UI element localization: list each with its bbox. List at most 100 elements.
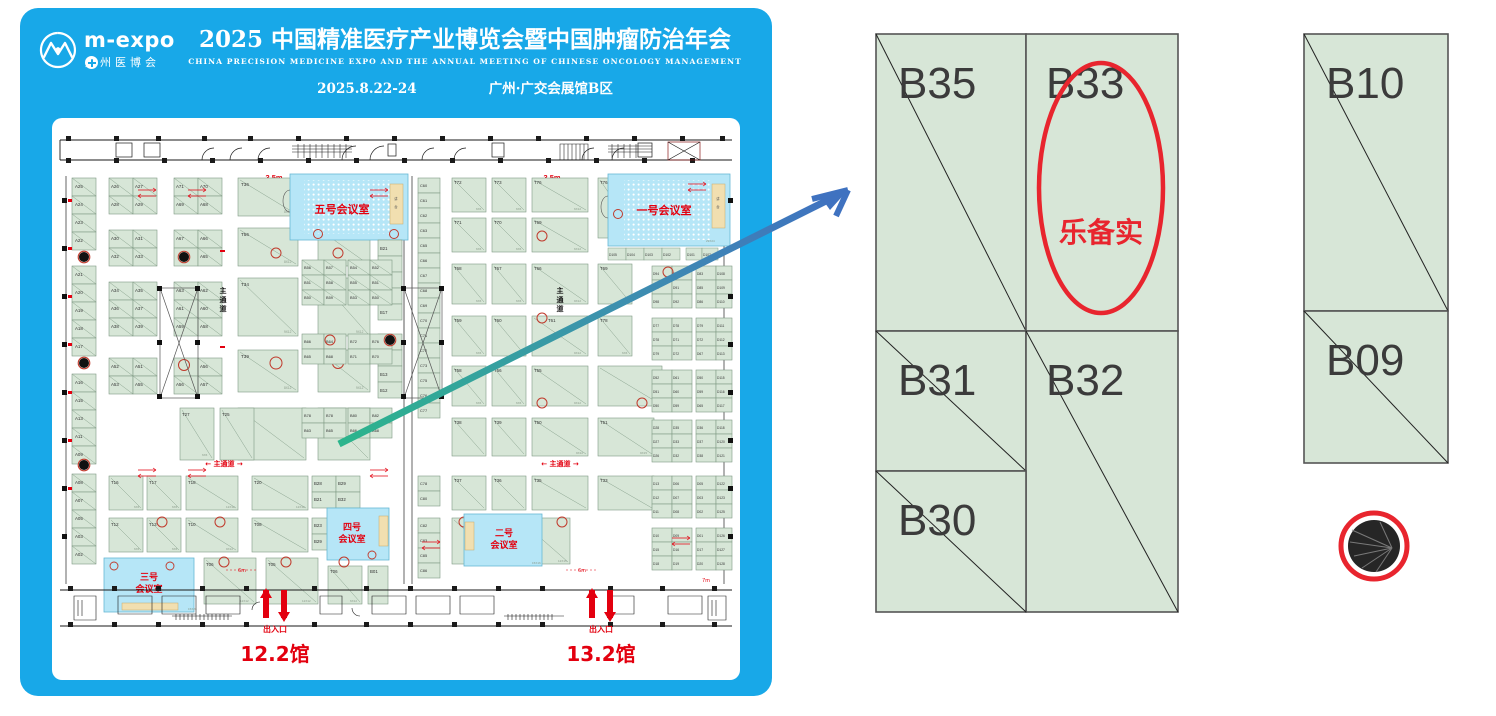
svg-text:A36: A36	[111, 306, 119, 311]
svg-text:9X12: 9X12	[226, 547, 233, 551]
svg-text:D37: D37	[697, 440, 703, 444]
svg-text:A56: A56	[176, 382, 184, 387]
svg-text:D38: D38	[697, 454, 703, 458]
svg-text:D52: D52	[653, 376, 659, 380]
svg-text:6X12: 6X12	[350, 599, 357, 603]
meeting-room-3[interactable]: 三号 会议室 15X21	[103, 557, 197, 613]
svg-text:A03: A03	[75, 534, 83, 539]
svg-text:T35: T35	[534, 478, 542, 483]
pillar-marker	[270, 247, 282, 259]
svg-text:C60: C60	[420, 183, 428, 188]
svg-text:B64: B64	[326, 339, 334, 344]
svg-text:B53: B53	[350, 295, 357, 300]
svg-text:出入口: 出入口	[263, 624, 287, 634]
booth-cell-b31[interactable]: B31	[875, 330, 1027, 472]
booth-cell-b10[interactable]: B10	[1303, 33, 1449, 312]
exhibitor-name: 乐备实	[1059, 216, 1143, 249]
svg-text:A27: A27	[135, 184, 143, 189]
meeting-room-4[interactable]: 四号 会议室	[326, 507, 390, 561]
svg-text:A28: A28	[111, 202, 119, 207]
svg-text:D20: D20	[697, 562, 703, 566]
svg-text:B66: B66	[304, 339, 311, 344]
booth-cell-b35[interactable]: B35	[875, 33, 1027, 332]
svg-text:A19: A19	[75, 308, 83, 313]
svg-text:D32: D32	[673, 454, 679, 458]
svg-text:A29: A29	[135, 202, 143, 207]
svg-text:D103: D103	[645, 253, 653, 257]
svg-text:T13: T13	[149, 522, 157, 527]
meeting-room-5[interactable]: 讲 台 五号会议室	[282, 173, 409, 241]
booth-cell-b32[interactable]: B32	[1025, 330, 1179, 613]
svg-text:T39: T39	[494, 420, 502, 425]
svg-text:T08: T08	[254, 522, 262, 527]
svg-text:12X15: 12X15	[558, 559, 567, 563]
svg-text:6X6: 6X6	[516, 351, 522, 355]
svg-text:主: 主	[220, 286, 227, 295]
svg-text:6X6: 6X6	[134, 505, 140, 509]
svg-text:出入口: 出入口	[589, 624, 613, 634]
svg-text:C83: C83	[420, 538, 427, 543]
booth-cell-b33[interactable]: B33	[1025, 33, 1179, 332]
svg-text:D98: D98	[653, 300, 659, 304]
svg-text:D18: D18	[653, 562, 659, 566]
booth-label: B32	[1046, 356, 1124, 405]
svg-text:A52: A52	[111, 364, 119, 369]
svg-text:9X12: 9X12	[574, 401, 581, 405]
svg-text:A31: A31	[135, 236, 143, 241]
svg-text:D101: D101	[687, 253, 695, 257]
svg-text:D50: D50	[697, 376, 703, 380]
svg-text:A38: A38	[111, 324, 119, 329]
svg-text:D08: D08	[673, 510, 679, 514]
booth-cell-b09[interactable]: B09	[1303, 310, 1449, 464]
floorplan-map[interactable]: 3.5m 3.5m	[52, 118, 740, 680]
svg-text:D123: D123	[717, 496, 725, 500]
svg-text:C69: C69	[420, 303, 427, 308]
svg-text:C82: C82	[420, 523, 427, 528]
svg-text:D71: D71	[673, 338, 679, 342]
svg-text:D03: D03	[697, 496, 703, 500]
svg-text:T12: T12	[111, 522, 119, 527]
svg-text:← 主通道 →: ← 主通道 →	[205, 459, 243, 468]
meeting-room-2[interactable]: 二号 会议室 15X16	[463, 513, 543, 567]
medical-cross-icon	[85, 56, 98, 69]
svg-text:T60: T60	[494, 318, 502, 323]
svg-text:9X15: 9X15	[640, 451, 647, 455]
svg-text:A20: A20	[75, 290, 83, 295]
svg-text:D05: D05	[697, 482, 703, 486]
svg-text:会议室: 会议室	[338, 533, 365, 545]
svg-text:D109: D109	[717, 286, 725, 290]
pillar-marker	[77, 250, 91, 472]
svg-text:A23: A23	[75, 220, 83, 225]
brand-sub-text: 广州医博会	[85, 56, 160, 69]
booth-label: B30	[898, 496, 976, 545]
svg-text:T50: T50	[534, 420, 542, 425]
svg-text:D120: D120	[717, 440, 725, 444]
svg-text:D60: D60	[673, 390, 679, 394]
svg-text:T68: T68	[454, 266, 462, 271]
svg-text:D78: D78	[673, 324, 679, 328]
svg-text:D77: D77	[653, 324, 659, 328]
svg-text:T34: T34	[241, 282, 249, 287]
svg-text:B68: B68	[326, 354, 333, 359]
svg-text:B21: B21	[314, 497, 322, 502]
svg-text:6m: 6m	[238, 568, 246, 574]
booth-detail-diagram[interactable]: B35 B33 B31 B32 B30 B10	[780, 0, 1496, 716]
svg-text:6X6: 6X6	[516, 299, 522, 303]
svg-text:T69: T69	[534, 220, 542, 225]
booth-cell-b30[interactable]: B30	[875, 470, 1027, 613]
svg-text:B59: B59	[326, 295, 333, 300]
svg-text:A71: A71	[176, 184, 184, 189]
svg-text:6X6: 6X6	[172, 547, 178, 551]
svg-text:会议室: 会议室	[490, 539, 517, 551]
svg-text:A70: A70	[200, 184, 208, 189]
svg-text:D107: D107	[703, 253, 711, 257]
svg-text:通: 通	[220, 295, 228, 304]
svg-text:T06: T06	[206, 562, 214, 567]
svg-text:T67: T67	[494, 266, 502, 271]
svg-text:6m: 6m	[578, 568, 586, 574]
location-pin-marker-icon	[1338, 510, 1410, 582]
meeting-room-1[interactable]: 讲 台 一号会议室 29X24	[600, 173, 731, 247]
svg-text:A57: A57	[200, 382, 208, 387]
svg-text:D118: D118	[717, 426, 725, 430]
svg-text:A37: A37	[135, 306, 143, 311]
